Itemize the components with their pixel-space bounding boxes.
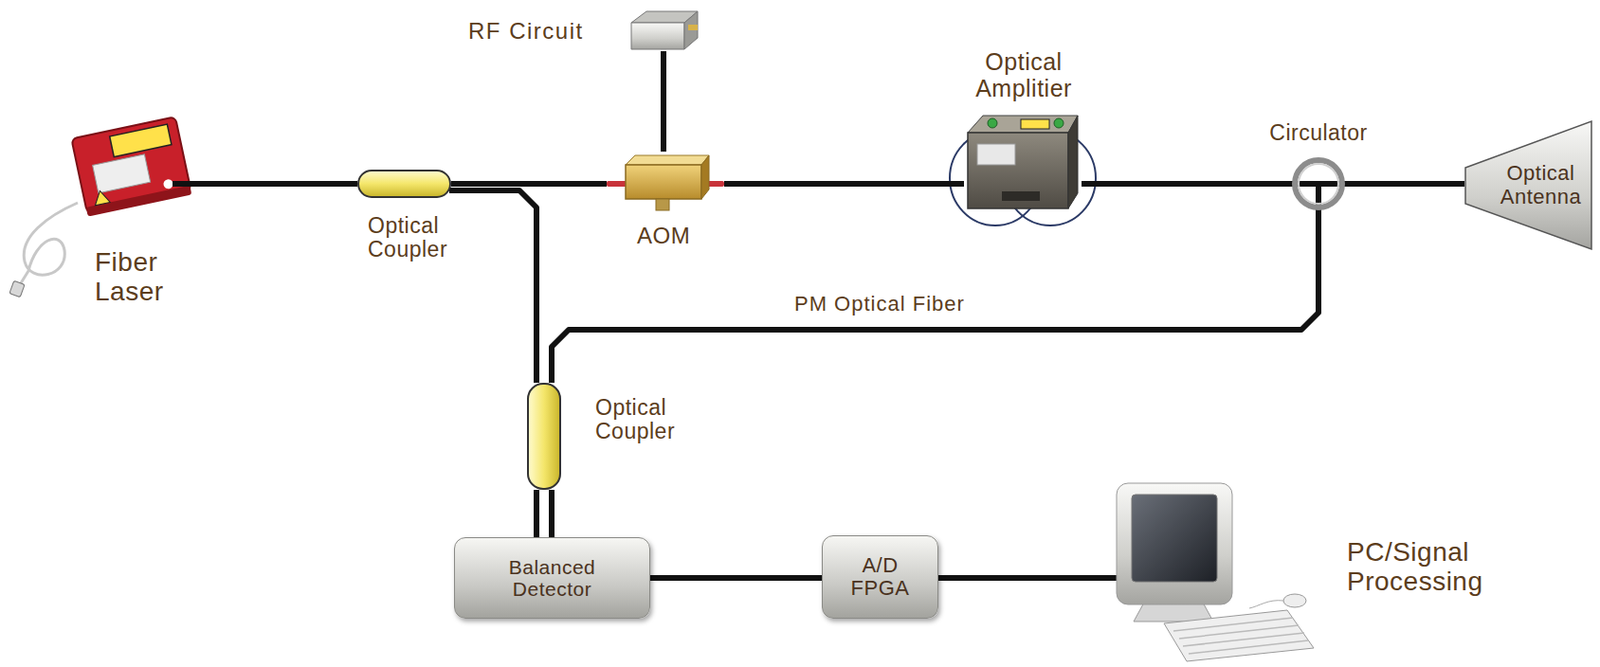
pigtail-cable — [18, 202, 78, 287]
warning-triangle — [92, 189, 111, 206]
component-label: Optical Coupler — [595, 396, 710, 445]
pc: PC/Signal Processing — [1107, 479, 1321, 660]
fiber-connector — [9, 280, 25, 297]
component-label: Optical Coupler — [367, 214, 482, 263]
component-label: Optical Antenna — [1469, 162, 1589, 208]
component-label: Circulator — [1252, 121, 1385, 146]
component-label: AOM — [636, 223, 713, 249]
amp-port — [1001, 191, 1040, 201]
optical-fiber — [660, 51, 667, 152]
laser-warning-label — [109, 124, 172, 157]
monitor-body — [1116, 483, 1233, 605]
optical-coupler-illustration — [527, 382, 562, 491]
rf-circuit: RF Circuit — [627, 9, 700, 52]
coupler-body — [527, 383, 561, 490]
optical-fiber — [449, 190, 537, 383]
laser-info-label — [92, 154, 151, 194]
illustration-part — [71, 116, 192, 217]
component-label: Balanced Detector — [490, 556, 615, 600]
amp-connector — [987, 118, 998, 128]
ad-fpga: A/D FPGA — [821, 535, 939, 619]
optical-fiber — [1346, 181, 1465, 187]
optical-amplifier-illustration — [963, 111, 1082, 215]
optical-fiber — [195, 181, 358, 187]
optical-fiber — [551, 212, 1319, 383]
optical-coupler: Optical Coupler — [527, 382, 562, 491]
optical-fiber — [724, 181, 964, 187]
fiber-stub — [172, 181, 196, 187]
rf-circuit-illustration — [627, 9, 700, 52]
circulator-illustration — [1290, 155, 1347, 213]
optical-antenna: Optical Antenna — [1464, 120, 1593, 251]
component-label: PC/Signal Processing — [1346, 538, 1509, 598]
laser-logo — [163, 178, 175, 190]
circulator: Circulator — [1290, 155, 1347, 213]
aom-illustration — [606, 151, 725, 211]
optical-amplifier: Optical Amplitier — [963, 111, 1082, 215]
optical-fiber — [1081, 181, 1291, 187]
rf-connector — [688, 24, 698, 31]
monitor-screen — [1131, 494, 1218, 582]
keyboard — [1163, 610, 1314, 662]
aom-top — [625, 155, 710, 165]
component-label: Fiber Laser — [94, 248, 200, 308]
amp-info-label — [977, 144, 1016, 165]
rf-front — [631, 22, 685, 50]
amp-side — [1068, 115, 1078, 209]
optical-coupler: Optical Coupler — [357, 169, 452, 199]
antenna-horn — [1465, 121, 1592, 250]
keyboard-keys — [1173, 618, 1309, 655]
mouse-cable — [1249, 600, 1284, 609]
fiber-laser: Fiber Laser — [66, 106, 196, 220]
balanced-detector: Balanced Detector — [454, 537, 651, 619]
optical-fiber — [650, 575, 822, 582]
amp-connector — [1054, 118, 1064, 128]
pc-illustration — [1107, 479, 1321, 660]
component-label: RF Circuit — [468, 18, 620, 44]
aom: AOM — [606, 151, 725, 211]
component-label: Optical Amplitier — [947, 49, 1100, 102]
component-label: A/D FPGA — [847, 554, 914, 600]
mouse — [1283, 594, 1307, 608]
fiber-line — [548, 490, 555, 538]
circulator-ring — [1294, 160, 1343, 208]
amp-top — [967, 115, 1078, 133]
optical-fiber — [451, 181, 607, 187]
amp-body — [967, 132, 1069, 209]
optical-coupler-illustration — [357, 169, 452, 199]
rf-side — [684, 11, 698, 50]
coupler-body — [358, 170, 451, 198]
fiber-laser-illustration — [66, 106, 196, 220]
aom-rf-port — [655, 199, 670, 211]
circulator-ring-inner — [1298, 163, 1339, 204]
optical-fiber — [533, 490, 540, 538]
amp-label — [1020, 119, 1050, 129]
aom-body — [625, 164, 702, 200]
optical-fiber — [938, 575, 1108, 582]
aom-side — [701, 155, 710, 200]
fiber-label: PM Optical Fiber — [792, 291, 967, 317]
